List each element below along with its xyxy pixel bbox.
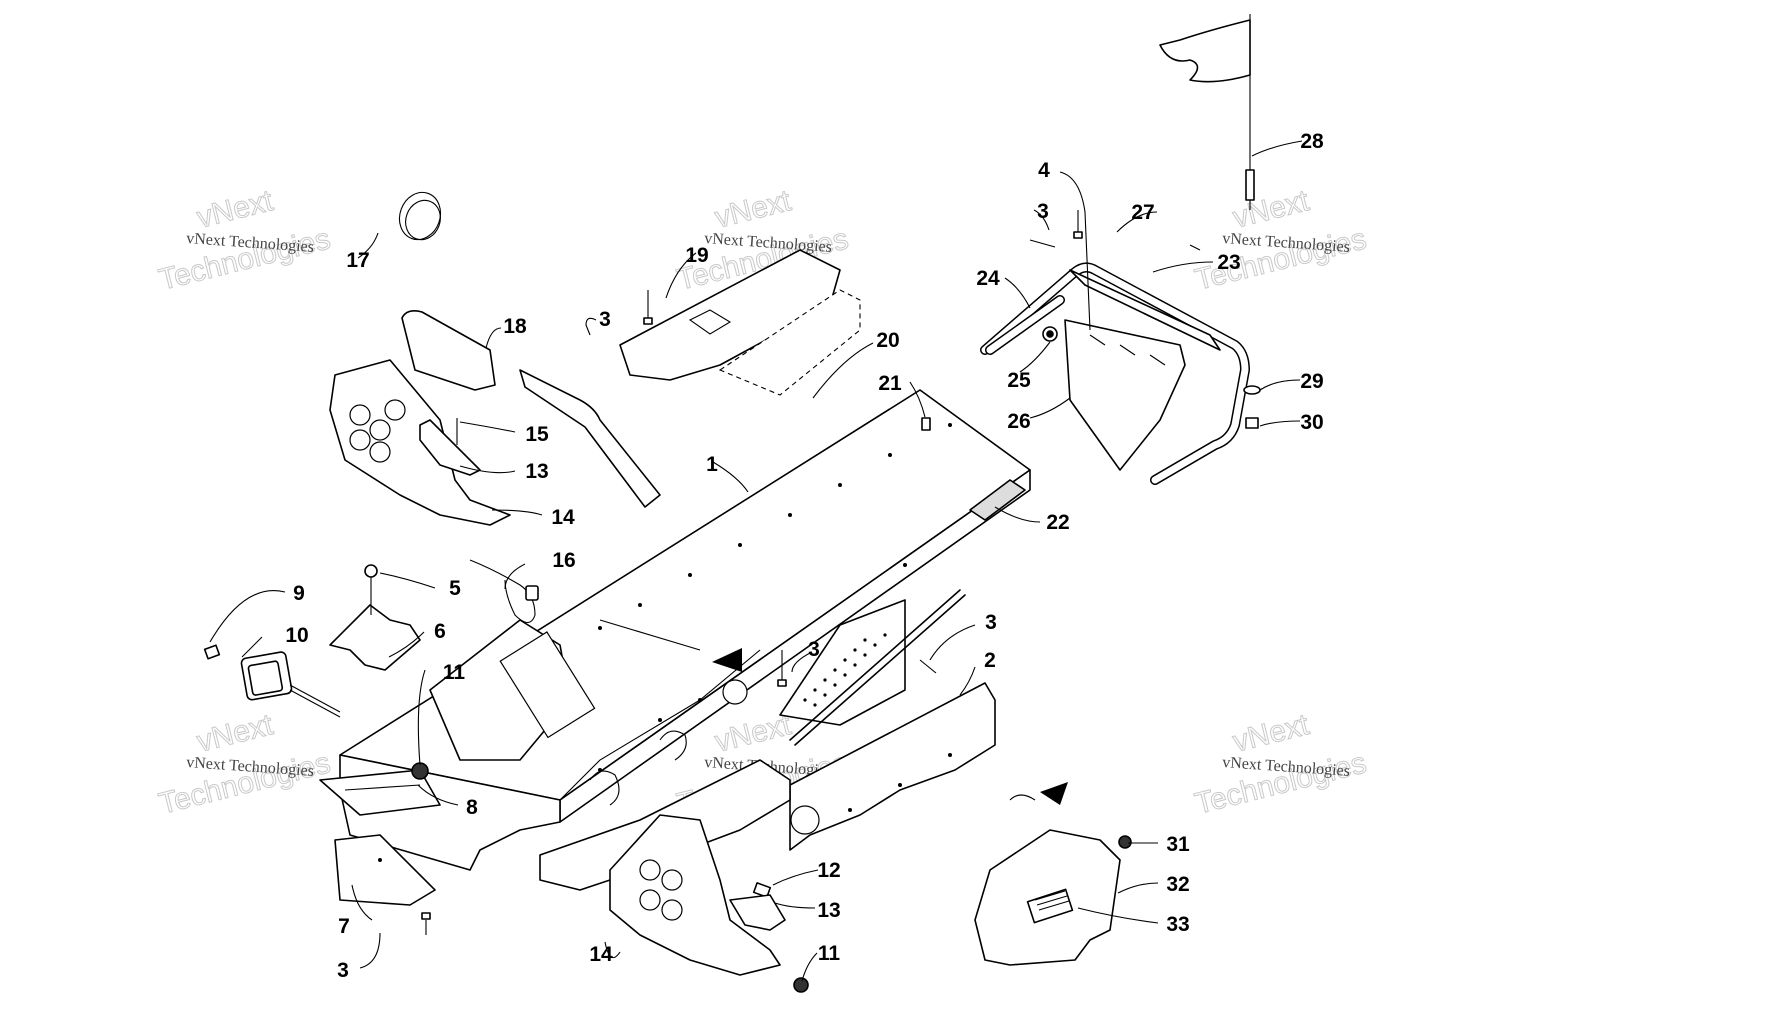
decal-22 xyxy=(969,479,1026,521)
part-rear-bumper-23 xyxy=(980,262,1250,485)
watermark-brand: vNext xyxy=(1230,184,1313,235)
part-left-fairing-lower xyxy=(609,814,781,976)
callout-26: 26 xyxy=(1007,410,1030,433)
bolt-21 xyxy=(921,417,931,431)
bolt-3c xyxy=(1029,239,1056,248)
leader-lines xyxy=(209,140,1303,982)
callout-3: 3 xyxy=(1037,200,1049,223)
watermark-brand: vNext xyxy=(194,708,277,759)
nut-11a xyxy=(411,762,429,780)
callout-29: 29 xyxy=(1300,370,1323,393)
part-hand-strap-18 xyxy=(401,310,661,508)
callout-14: 14 xyxy=(589,943,613,966)
callout-18: 18 xyxy=(503,315,527,338)
watermark-brand: vNext xyxy=(194,184,277,235)
callout-15: 15 xyxy=(525,423,549,446)
washer-25 xyxy=(1042,326,1058,342)
callout-17: 17 xyxy=(346,249,369,272)
watermark-top-left: vNext Technologies vNext Technologies xyxy=(155,184,334,298)
part-snow-flap-26 xyxy=(1064,319,1186,471)
callout-32: 32 xyxy=(1166,873,1189,896)
callout-19: 19 xyxy=(685,244,708,267)
hardware-fasteners xyxy=(203,210,1261,993)
callout-24: 24 xyxy=(976,267,1000,290)
callout-3: 3 xyxy=(808,638,820,661)
callout-3: 3 xyxy=(337,959,349,982)
callout-3: 3 xyxy=(599,308,611,331)
part-clip-17 xyxy=(398,191,442,241)
callout-30: 30 xyxy=(1300,411,1323,434)
callout-10: 10 xyxy=(285,624,308,647)
bolt-12 xyxy=(752,882,772,898)
nut-31 xyxy=(1118,835,1132,849)
bolt-3d xyxy=(777,650,787,687)
callout-14: 14 xyxy=(551,506,575,529)
part-pedal-6 xyxy=(329,604,421,671)
washer-29 xyxy=(1243,385,1261,395)
part-bracket-13-lower xyxy=(729,894,786,931)
callout-13: 13 xyxy=(817,899,840,922)
callout-12: 12 xyxy=(817,859,840,882)
callout-23: 23 xyxy=(1217,251,1240,274)
callout-11: 11 xyxy=(443,661,466,684)
callout-20: 20 xyxy=(876,329,899,352)
bolt-30 xyxy=(1245,417,1259,429)
bolt-3e xyxy=(919,659,937,674)
bolt-3b xyxy=(1073,210,1083,239)
callout-5: 5 xyxy=(449,577,461,600)
callout-3: 3 xyxy=(985,611,997,634)
part-running-board xyxy=(789,682,996,851)
callout-9: 9 xyxy=(293,582,305,605)
part-light-10 xyxy=(240,651,341,718)
callout-1: 1 xyxy=(706,453,718,476)
part-bumper-tube-24 xyxy=(985,295,1065,355)
part-hose-16 xyxy=(469,559,539,624)
nut-11b xyxy=(793,977,809,993)
watermark-brand: vNext xyxy=(1230,708,1313,759)
callout-25: 25 xyxy=(1007,369,1031,392)
watermark-bottom-right: vNext Technologies vNext Technologies xyxy=(1191,708,1370,822)
bolt-9 xyxy=(203,644,221,660)
watermark-top-right: vNext Technologies vNext Technologies xyxy=(1191,184,1370,298)
callout-16: 16 xyxy=(552,549,575,572)
watermark-brand: vNext xyxy=(712,184,795,235)
callout-13: 13 xyxy=(525,460,548,483)
part-left-fairing-upper xyxy=(329,359,511,526)
bolt-3f xyxy=(421,912,431,935)
bolt-5 xyxy=(364,564,378,615)
callout-4: 4 xyxy=(1038,159,1050,182)
part-skid-plate-7 xyxy=(334,834,436,906)
part-front-bracket-8 xyxy=(319,769,441,816)
callout-8: 8 xyxy=(466,796,478,819)
callout-7: 7 xyxy=(338,915,350,938)
part-cover-32 xyxy=(974,782,1121,966)
pin-27 xyxy=(1189,244,1201,251)
callout-27: 27 xyxy=(1131,201,1154,224)
callout-2: 2 xyxy=(984,649,996,672)
callout-11: 11 xyxy=(818,942,841,965)
callout-21: 21 xyxy=(878,372,902,395)
callout-labels: 1 2 3 3 3 3 3 4 5 6 7 8 9 10 11 11 12 13… xyxy=(285,130,1324,982)
callout-22: 22 xyxy=(1046,511,1069,534)
part-flag-28 xyxy=(1159,14,1255,210)
callout-28: 28 xyxy=(1300,130,1324,153)
bolt-3a xyxy=(643,290,653,325)
part-perforated-footrest xyxy=(779,589,966,746)
callout-31: 31 xyxy=(1166,833,1190,856)
part-dashed-panel-20 xyxy=(718,289,861,396)
callout-33: 33 xyxy=(1166,913,1189,936)
callout-6: 6 xyxy=(434,620,446,643)
part-bracket-13-upper xyxy=(419,419,481,476)
watermark-bottom-left: vNext Technologies vNext Technologies xyxy=(155,708,334,822)
